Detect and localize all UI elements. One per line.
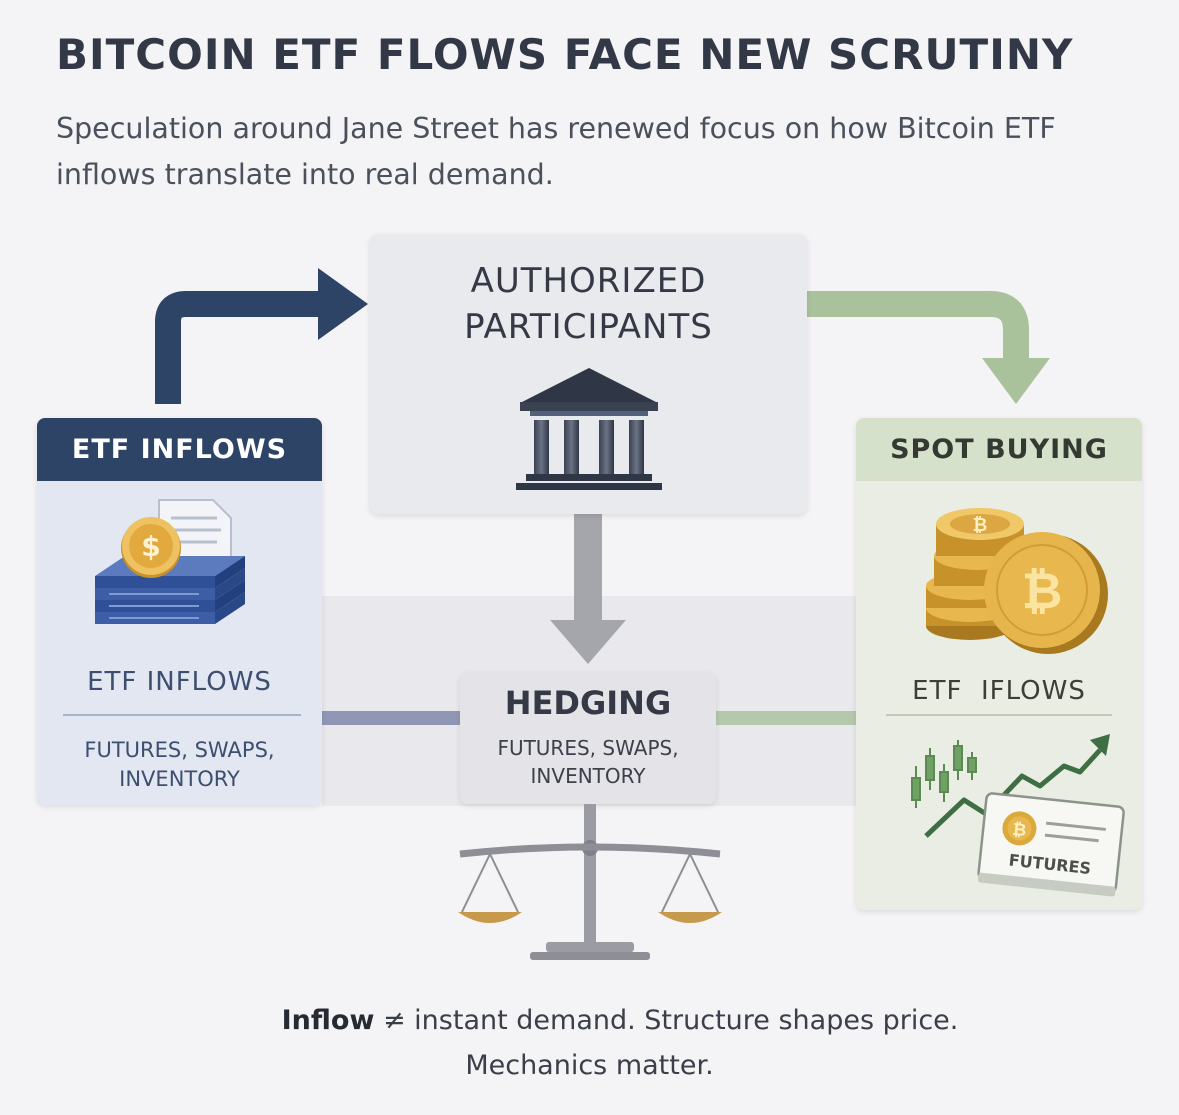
large-coin-symbol: ₿ [1022,562,1063,620]
spot-buying-divider [886,714,1112,716]
etf-inflows-detail: FUTURES, SWAPS, INVENTORY [37,736,322,794]
futures-coin-symbol: ₿ [1011,820,1027,841]
footer-line1-bold: Inflow [281,1005,375,1036]
bank-building-icon [516,368,662,490]
price-chart-icon [911,734,1110,838]
etf-to-ap-arrowhead [318,268,368,340]
hedging-detail-line2: INVENTORY [530,764,646,788]
etf-to-hedging-connector [322,711,460,725]
hedging-detail-line1: FUTURES, SWAPS, [497,736,679,760]
authorized-participants-line1: AUTHORIZED [470,261,707,301]
hedging-to-spot-connector [716,711,856,725]
cash-stack-coin-icon: $ [95,499,245,624]
spot-buying-header: SPOT BUYING [856,418,1142,481]
etf-inflows-header: ETF INFLOWS [37,418,322,481]
footer-line1: Inflow ≠ instant demand. Structure shape… [0,1005,1179,1036]
spot-buying-box: SPOT BUYING ₿ ₿ ETF IFLOWS [856,418,1142,910]
etf-inflows-label: ETF INFLOWS [87,667,272,697]
ap-to-spot-arrowhead [982,358,1050,404]
balance-scale-icon [458,804,722,960]
futures-document-icon: ₿ FUTURES [977,792,1125,897]
spot-buying-label: ETF IFLOWS [912,676,1086,706]
footer-line1-rest: ≠ instant demand. Structure shapes price… [374,1005,959,1036]
authorized-participants-title: AUTHORIZED PARTICIPANTS [370,258,807,350]
etf-inflows-box: ETF INFLOWS $ ETF INFLOWS FUTURES, [37,418,322,805]
authorized-participants-line2: PARTICIPANTS [464,307,713,347]
page-title: BITCOIN ETF FLOWS FACE NEW SCRUTINY [56,30,1074,79]
ap-to-spot-arrow [807,291,1029,362]
etf-inflows-detail-line2: INVENTORY [119,767,240,791]
svg-text:$: $ [141,530,160,563]
page-subtitle: Speculation around Jane Street has renew… [56,112,1056,191]
ap-to-hedging-arrow [574,514,602,626]
etf-inflows-divider [63,714,301,716]
stack-coin-symbol: ₿ [973,515,988,536]
hedging-detail: FUTURES, SWAPS, INVENTORY [460,734,716,790]
authorized-participants-box: AUTHORIZED PARTICIPANTS [370,234,807,514]
etf-to-ap-arrow [155,291,322,404]
hedging-title: HEDGING [504,684,672,722]
bitcoin-coin-stack-icon: ₿ ₿ [926,508,1108,654]
hedging-box: HEDGING FUTURES, SWAPS, INVENTORY [460,672,716,804]
etf-inflows-detail-line1: FUTURES, SWAPS, [84,738,275,762]
ap-to-hedging-arrowhead [550,620,626,664]
footer-line2: Mechanics matter. [465,1050,714,1081]
